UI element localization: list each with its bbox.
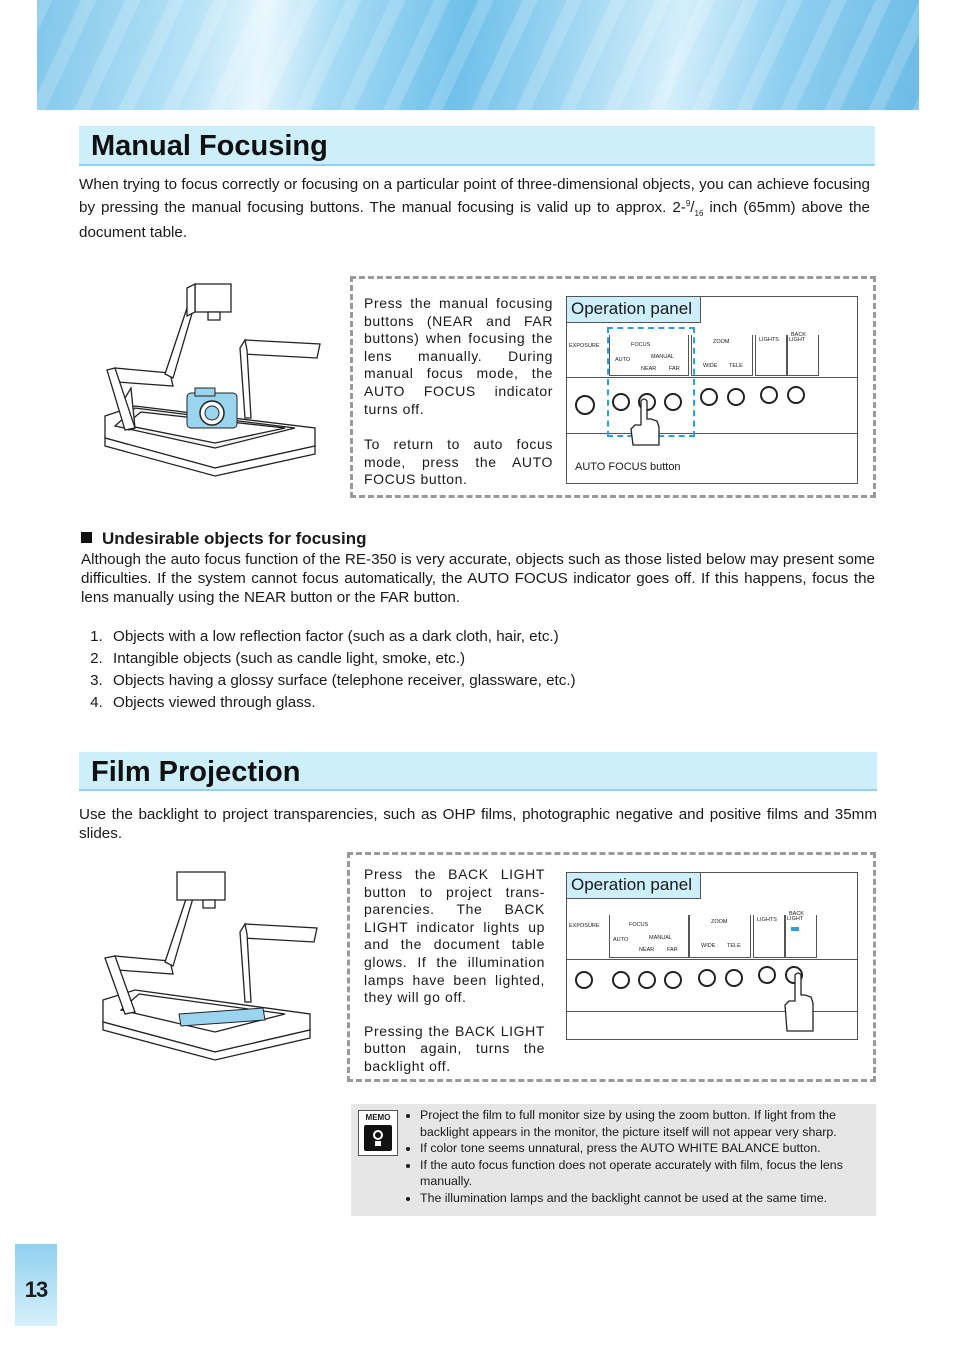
manual-focus-instructions: Press the manual focusing buttons (NEAR … xyxy=(364,295,553,488)
backlight-instruction-box xyxy=(347,852,876,1082)
panel-control-strip: EXPOSURE FOCUS AUTO MANUAL NEAR FAR ZOOM… xyxy=(567,909,857,960)
memo-badge: MEMO xyxy=(358,1110,398,1156)
zoom-wide-button[interactable] xyxy=(698,969,716,987)
bullet-square-icon xyxy=(81,532,92,543)
backlight-instructions: Press the BACK LIGHT button to project t… xyxy=(364,866,545,1074)
manual-intro: When trying to focus correctly or focusi… xyxy=(79,176,871,242)
undesirable-list: Objects with a low reflection factor (su… xyxy=(81,626,887,714)
zoom-tele-button[interactable] xyxy=(725,969,743,987)
presenter-backlight-illustration xyxy=(102,871,318,1061)
memo-lightbulb-icon xyxy=(364,1125,392,1151)
far-button[interactable] xyxy=(664,393,682,411)
section-title-band: Manual Focusing xyxy=(79,126,875,166)
operation-panel-label: Operation panel xyxy=(567,297,701,323)
list-item: Objects with a low reflection factor (su… xyxy=(107,626,887,648)
camera-icon xyxy=(186,387,238,429)
list-item: The illumination lamps and the backlight… xyxy=(420,1190,883,1207)
page-number: 13 xyxy=(24,1277,48,1302)
far-button[interactable] xyxy=(664,971,682,989)
pointing-hand-icon xyxy=(784,972,814,1032)
memo-label: MEMO xyxy=(365,1113,391,1122)
back-light-indicator xyxy=(791,927,799,931)
lights-button[interactable] xyxy=(758,966,776,984)
near-button[interactable] xyxy=(638,971,656,989)
memo-box xyxy=(351,1104,876,1216)
pointing-hand-icon xyxy=(630,398,660,446)
memo-list: Project the film to full monitor size by… xyxy=(407,1107,883,1207)
exposure-button[interactable] xyxy=(575,971,593,989)
page-number-tab: 13 xyxy=(15,1244,57,1326)
operation-panel: Operation panel EXPOSURE FOCUS AUTO MANU… xyxy=(566,296,858,484)
backlit-film-icon xyxy=(178,1007,266,1027)
list-item: Objects having a glossy surface (telepho… xyxy=(107,670,887,692)
zoom-tele-button[interactable] xyxy=(727,388,745,406)
undesirable-heading: Undesirable objects for focusing xyxy=(81,529,367,549)
film-intro: Use the backlight to project transparenc… xyxy=(79,806,877,842)
undesirable-text: Although the auto focus function of the … xyxy=(81,551,875,606)
auto-focus-caption: AUTO FOCUS button xyxy=(575,461,681,473)
list-item: Project the film to full monitor size by… xyxy=(420,1107,883,1140)
operation-panel-label: Operation panel xyxy=(567,873,701,899)
list-item: Intangible objects (such as candle light… xyxy=(107,648,887,670)
presenter-device-illustration xyxy=(104,282,321,477)
manual-focus-instruction-box xyxy=(350,276,876,498)
list-item: Objects viewed through glass. xyxy=(107,692,887,714)
panel-control-strip: EXPOSURE FOCUS AUTO MANUAL NEAR FAR ZOOM… xyxy=(567,327,857,378)
lights-button[interactable] xyxy=(760,386,778,404)
zoom-wide-button[interactable] xyxy=(700,388,718,406)
header-banner xyxy=(37,0,919,110)
list-item: If color tone seems unnatural, press the… xyxy=(420,1140,883,1157)
auto-focus-button[interactable] xyxy=(612,393,630,411)
section-title-band: Film Projection xyxy=(79,752,877,791)
auto-focus-button[interactable] xyxy=(612,971,630,989)
exposure-button[interactable] xyxy=(575,395,595,415)
list-item: If the auto focus function does not oper… xyxy=(420,1157,883,1190)
section-title: Film Projection xyxy=(91,756,301,788)
back-light-button[interactable] xyxy=(787,386,805,404)
section-title: Manual Focusing xyxy=(91,130,328,162)
operation-panel: Operation panel EXPOSURE FOCUS AUTO MANU… xyxy=(566,872,858,1040)
